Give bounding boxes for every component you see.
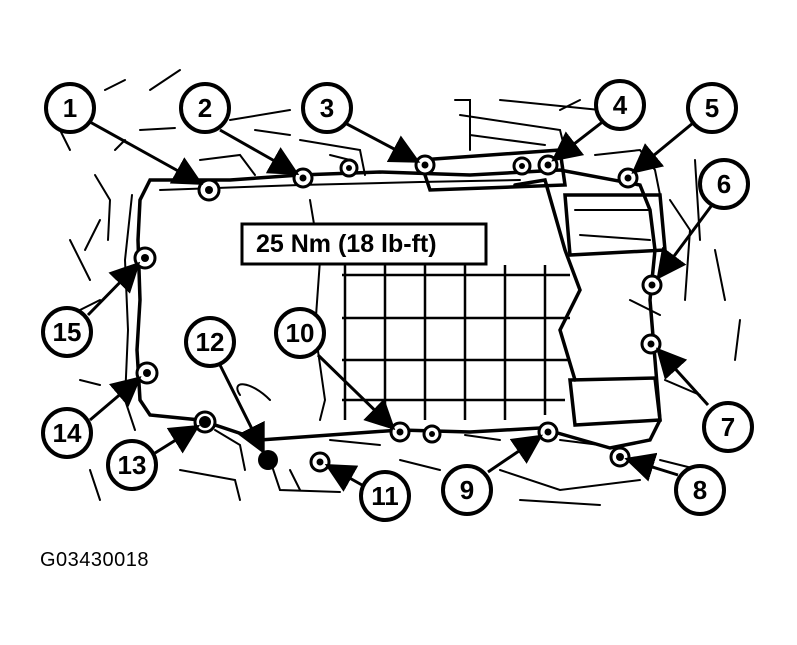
bolt-9: [537, 421, 559, 443]
bolt-3: [414, 154, 436, 176]
leader-9: [487, 434, 543, 474]
bolt-1: [197, 178, 221, 202]
callout-11: 11: [359, 470, 411, 522]
bolt-2: [292, 167, 314, 189]
callout-8: 8: [674, 464, 726, 516]
bolt-14: [135, 361, 159, 385]
torque-spec-text: 25 Nm (18 lb-ft): [256, 230, 437, 258]
bolt-4: [537, 154, 559, 176]
svg-text:11: 11: [371, 481, 399, 511]
bolt-6: [641, 274, 663, 296]
callout-14: 14: [41, 407, 93, 459]
callout-13: 13: [106, 439, 158, 491]
figure-id: G03430018: [40, 549, 150, 571]
callout-4: 4: [594, 79, 646, 131]
svg-text:10: 10: [286, 318, 315, 348]
callout-2: 2: [179, 82, 231, 134]
leader-2: [219, 128, 300, 175]
bolt-4b: [512, 156, 532, 176]
leader-3: [344, 121, 421, 163]
callout-6: 6: [698, 158, 750, 210]
leader-6: [656, 204, 714, 280]
bolt-2b: [339, 158, 359, 178]
callout-3: 3: [301, 82, 353, 134]
svg-text:14: 14: [53, 418, 82, 448]
bolt-10b: [422, 424, 442, 444]
torque-spec-label: 25 Nm (18 lb-ft): [240, 222, 488, 266]
bolt-12: [258, 450, 278, 470]
callout-9: 9: [441, 464, 493, 516]
leader-5: [631, 121, 694, 174]
callout-12: 12: [184, 316, 236, 368]
bolt-10: [389, 421, 411, 443]
svg-text:1: 1: [63, 93, 77, 123]
leader-14: [89, 376, 142, 422]
leader-4: [551, 118, 606, 162]
callouts: 1 2 3 4 5 6 7 8 9 10 11 12 13 14 15: [41, 79, 754, 522]
svg-text:13: 13: [118, 450, 147, 480]
callout-10: 10: [274, 307, 326, 359]
bolt-15: [133, 246, 157, 270]
bolt-7: [640, 333, 662, 355]
svg-text:15: 15: [53, 317, 82, 347]
svg-text:6: 6: [717, 169, 731, 199]
leader-12: [218, 364, 265, 455]
svg-text:4: 4: [613, 90, 628, 120]
leader-8: [624, 452, 679, 482]
callout-7: 7: [702, 401, 754, 453]
leader-10: [316, 353, 396, 431]
leader-11: [324, 464, 363, 492]
leader-15: [86, 261, 141, 317]
svg-text:5: 5: [705, 93, 719, 123]
bolt-11: [309, 451, 331, 473]
callout-1: 1: [44, 82, 96, 134]
bolt-13: [193, 410, 217, 434]
bolt-8: [609, 446, 631, 468]
svg-text:12: 12: [196, 327, 225, 357]
oil-pan-grid: [342, 265, 570, 420]
svg-text:8: 8: [693, 475, 707, 505]
leader-13: [154, 424, 201, 455]
callout-15: 15: [41, 306, 93, 358]
svg-text:7: 7: [721, 412, 735, 442]
callout-5: 5: [686, 82, 738, 134]
bolt-5: [617, 167, 639, 189]
svg-text:2: 2: [198, 93, 212, 123]
leader-7: [655, 347, 710, 407]
svg-text:3: 3: [320, 93, 334, 123]
leader-lines: [86, 118, 714, 492]
svg-text:9: 9: [460, 475, 474, 505]
leader-1: [89, 120, 204, 185]
bolts: [133, 154, 663, 473]
